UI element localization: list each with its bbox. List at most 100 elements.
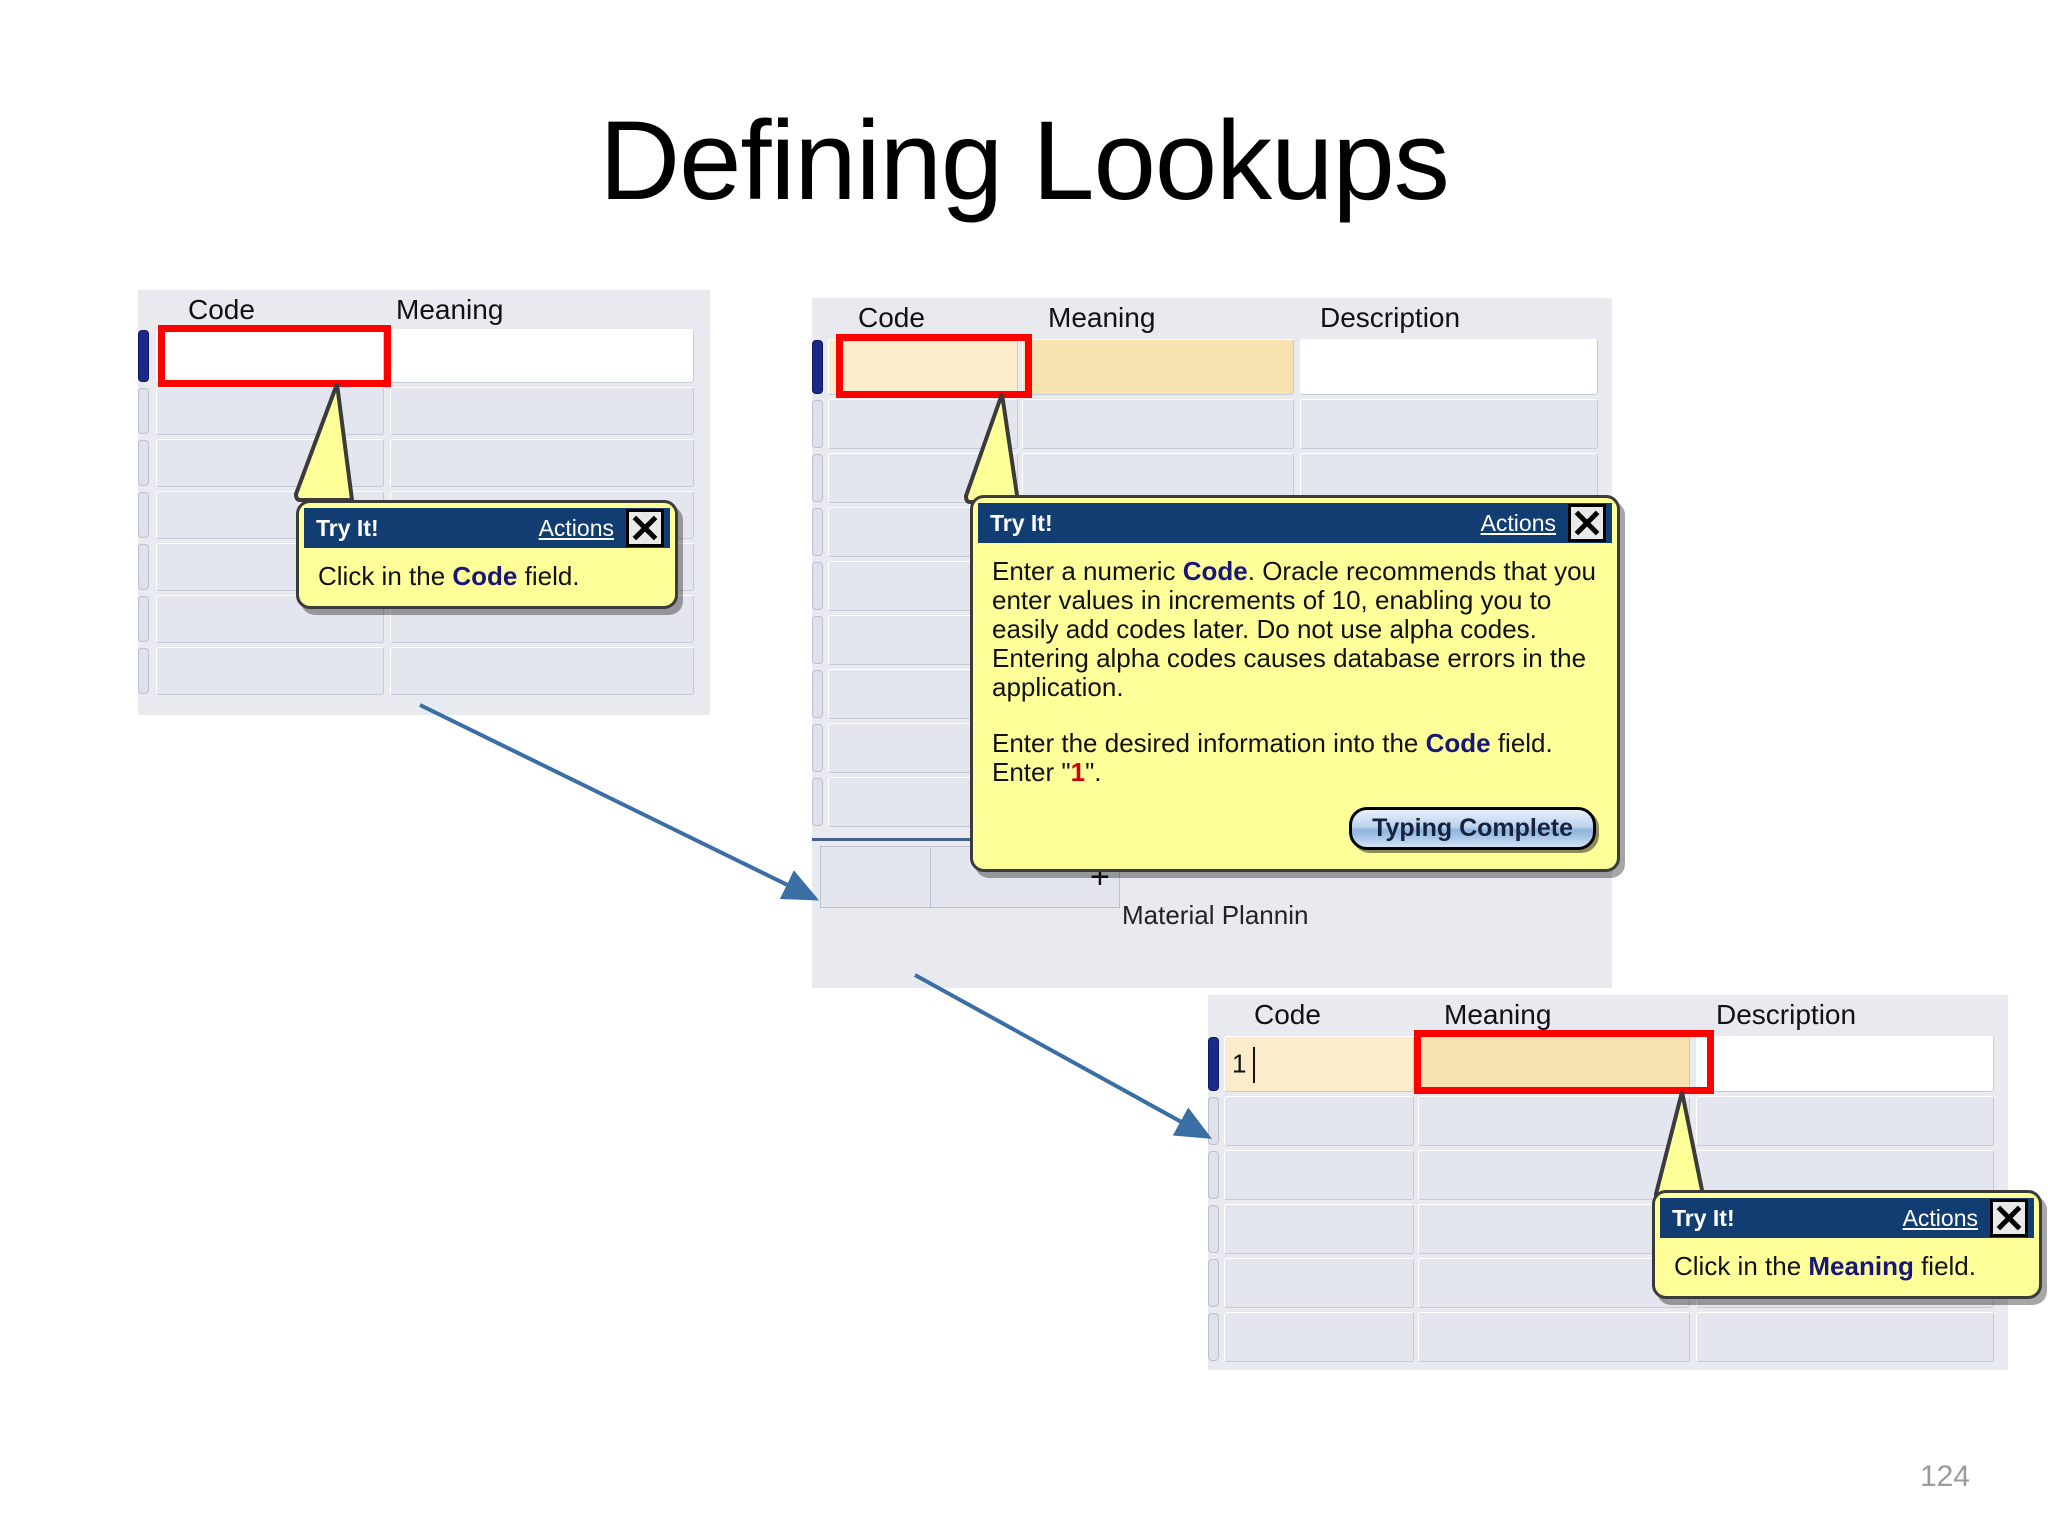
table-row[interactable]: 1 [1208,1035,2008,1093]
record-indicator [812,400,823,448]
balloon-p2-a: Enter the desired information into the [992,727,1426,758]
cell-code[interactable] [1224,1096,1414,1146]
cell-code[interactable] [156,439,384,487]
page-title: Defining Lookups [599,98,1449,223]
table-row[interactable] [812,338,1612,396]
close-icon[interactable] [1568,504,1606,542]
table-row[interactable] [138,386,710,436]
arrow-panel2-to-panel3 [914,973,1213,1139]
balloon-text-suffix: field. [517,561,580,591]
balloon-titlebar-1: Try It! Actions [304,508,670,548]
cell-code[interactable] [1224,1258,1414,1308]
cell-code[interactable] [156,647,384,695]
cell-meaning[interactable] [390,329,694,383]
try-it-balloon-1[interactable]: Try It! Actions Click in the Code field. [296,500,678,610]
record-indicator [138,330,149,382]
record-indicator [138,440,149,486]
try-it-balloon-2[interactable]: Try It! Actions Enter a numeric Code. Or… [970,495,1620,872]
balloon-p1-a: Enter a numeric [992,556,1183,586]
arrow-panel1-to-panel2 [419,703,820,901]
panel1-column-header-code: Code [188,294,255,325]
panel3-column-header-code: Code [1254,999,1321,1030]
cell-description[interactable] [1696,1096,1994,1146]
record-indicator [1208,1097,1219,1145]
panel2-column-header-meaning: Meaning [1048,302,1156,333]
record-indicator [138,596,149,642]
table-row[interactable] [1208,1311,2008,1363]
cell-code[interactable] [156,329,384,383]
cell-description[interactable] [1300,399,1598,449]
actions-link[interactable]: Actions [538,514,614,541]
balloon-body-1: Click in the Code field. [304,548,670,601]
balloon-text-bold: Code [452,561,518,591]
cell-code[interactable] [156,387,384,435]
balloon-title-label: Try It! [990,509,1053,536]
cell-description[interactable] [1300,339,1598,395]
typing-complete-button[interactable]: Typing Complete [1349,806,1596,850]
cell-description[interactable] [1696,1312,1994,1362]
cell-meaning[interactable] [1022,339,1294,395]
panel2-cut-label: Material Plannin [1122,900,1309,930]
balloon-title-label: Try It! [316,514,379,541]
table-row[interactable] [1208,1095,2008,1147]
cell-code[interactable] [1224,1312,1414,1362]
cell-meaning[interactable] [1418,1312,1690,1362]
balloon-text-bold: Meaning [1808,1251,1914,1281]
table-row[interactable] [138,646,710,696]
balloon-p2-b: field. Enter " [992,727,1553,787]
cell-meaning[interactable] [390,387,694,435]
cell-meaning[interactable] [1022,399,1294,449]
cell-code[interactable]: 1 [1224,1036,1414,1092]
record-indicator [138,492,149,538]
cell-meaning[interactable] [1418,1204,1690,1254]
balloon-p2-bold: Code [1425,727,1491,758]
cell-code[interactable] [1224,1150,1414,1200]
cell-description[interactable] [1696,1036,1994,1092]
record-indicator [812,670,823,718]
table-row[interactable] [138,438,710,488]
cell-code[interactable] [1224,1204,1414,1254]
panel1-column-headers: Code Meaning [138,290,710,325]
balloon-text-prefix: Click in the [1674,1251,1809,1281]
cell-meaning[interactable] [1418,1150,1690,1200]
balloon-body-3: Click in the Meaning field. [1660,1238,2034,1291]
record-indicator [812,616,823,664]
balloon-text-prefix: Click in the [318,561,453,591]
cell-meaning[interactable] [1022,453,1294,503]
cell-code-value: 1 [1232,1048,1247,1079]
actions-link[interactable]: Actions [1480,509,1556,536]
record-indicator [1208,1205,1219,1253]
panel2-column-header-code: Code [858,302,925,333]
record-indicator [812,562,823,610]
record-indicator [1208,1259,1219,1307]
balloon-p2-value: 1 [1070,756,1086,787]
cell-meaning[interactable] [390,647,694,695]
record-indicator [1208,1037,1219,1091]
panel2-column-header-description: Description [1320,302,1461,333]
balloon-text-suffix: field. [1913,1251,1976,1281]
cell-meaning[interactable] [1418,1258,1690,1308]
balloon-p1-b: . Oracle recommends that you enter value… [992,556,1597,703]
text-caret [1253,1047,1255,1083]
balloon-title-label: Try It! [1672,1204,1735,1231]
record-indicator [138,648,149,694]
record-indicator [138,544,149,590]
actions-link[interactable]: Actions [1902,1204,1978,1231]
cell-meaning[interactable] [390,439,694,487]
cell-meaning[interactable] [1418,1096,1690,1146]
record-indicator [812,508,823,556]
table-row[interactable] [138,328,710,384]
panel3-column-headers: Code Meaning Description [1208,995,2008,1030]
table-row[interactable] [812,398,1612,450]
cell-code[interactable] [828,399,1018,449]
balloon-paragraph-1: Enter a numeric Code. Oracle recommends … [992,556,1598,703]
close-icon[interactable] [626,509,664,547]
balloon-p2-c: ". [1085,756,1102,787]
balloon-paragraph-2: Enter the desired information into the C… [992,727,1598,787]
try-it-balloon-3[interactable]: Try It! Actions Click in the Meaning fie… [1652,1190,2042,1300]
close-icon[interactable] [1990,1199,2028,1237]
panel2-column-headers: Code Meaning Description [812,298,1612,333]
cell-code[interactable] [828,339,1018,395]
cell-meaning[interactable] [1418,1036,1690,1092]
balloon-titlebar-2: Try It! Actions [978,503,1612,543]
